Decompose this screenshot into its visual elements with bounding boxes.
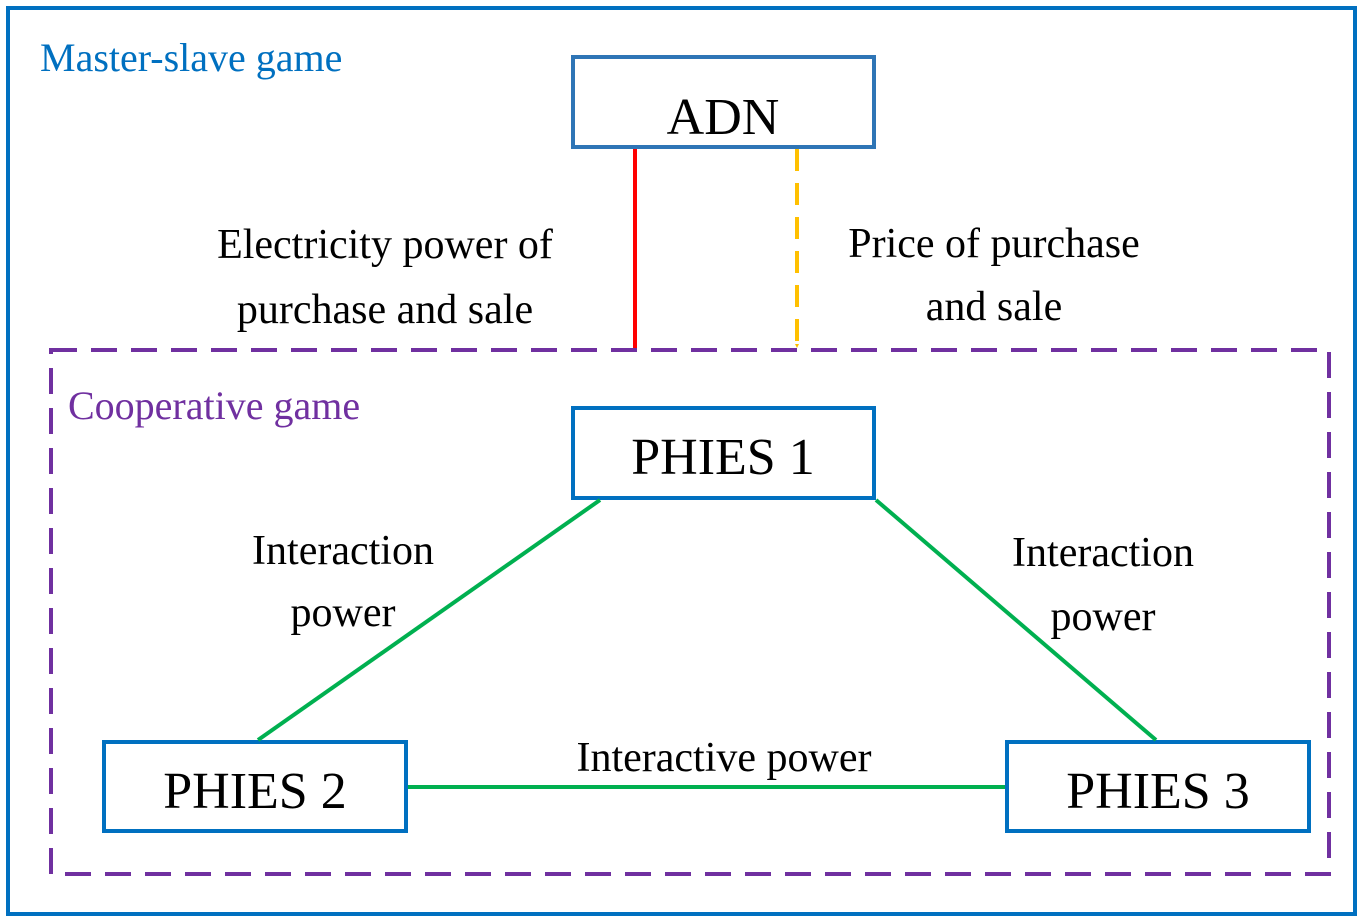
price-label-line2: and sale <box>926 284 1062 330</box>
adn-label: ADN <box>667 89 780 146</box>
phies1-label: PHIES 1 <box>631 429 814 486</box>
interaction-left-line1: Interaction <box>252 528 434 574</box>
price-label-line1: Price of purchase <box>848 221 1140 267</box>
electricity-label-line2: purchase and sale <box>237 287 533 333</box>
cooperative-title: Cooperative game <box>68 383 360 428</box>
interaction-arrow-left <box>256 498 602 742</box>
phies2-box <box>102 740 408 833</box>
electricity-label-line1: Electricity power of <box>217 222 553 268</box>
adn-box <box>571 55 876 149</box>
master-slave-frame <box>6 6 1357 916</box>
interaction-right-line2: power <box>1051 594 1156 640</box>
interaction-left-line2: power <box>291 590 396 636</box>
phies1-box <box>571 406 876 500</box>
interaction-arrow-right <box>874 498 1158 742</box>
cooperative-frame <box>49 348 1331 876</box>
master-slave-title: Master-slave game <box>40 35 342 80</box>
phies2-label: PHIES 2 <box>163 763 346 820</box>
interaction-right-line1: Interaction <box>1012 530 1194 576</box>
phies3-box <box>1005 740 1311 833</box>
interactive-bottom-label: Interactive power <box>576 735 871 781</box>
phies3-label: PHIES 3 <box>1066 763 1249 820</box>
